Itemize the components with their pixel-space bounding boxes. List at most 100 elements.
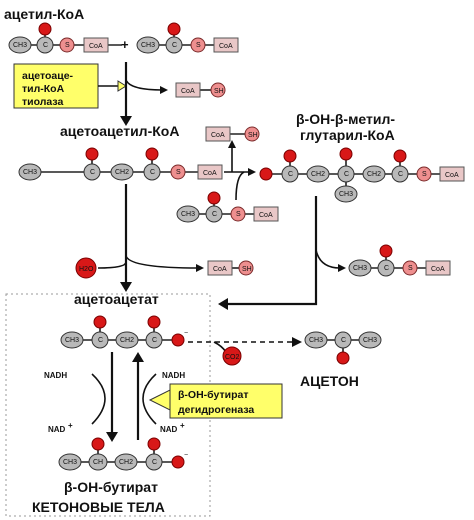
curve-nadh-left [91,373,106,425]
svg-text:CH2: CH2 [367,171,381,178]
arrow-hmg-to-acetoacetate [226,196,318,306]
svg-text:CH3: CH3 [13,42,27,49]
arrow-oxidation-head [132,352,144,362]
acetyl-coa-molecule-3: CH3 C S CoA [176,191,279,223]
svg-text:S: S [408,265,413,272]
svg-text:SH: SH [242,266,252,273]
arrow-coash-release-3 [125,255,199,269]
coa-sh-product-3: CoA SH [207,260,254,276]
svg-text:тиолаза: тиолаза [22,96,63,108]
svg-text:CH3: CH3 [65,337,79,344]
svg-text:C: C [152,337,157,344]
title-hmg-coa-line2: глутарил-КоА [300,127,395,143]
svg-text:S: S [176,169,181,176]
svg-text:C: C [384,265,389,272]
arrow-hmg-to-acetoacetate-head [218,298,228,310]
svg-text:H2O: H2O [79,266,94,273]
coa-sh-product-1: CoA SH [175,82,226,98]
svg-text:C: C [152,459,157,466]
svg-text:дегидрогеназа: дегидрогеназа [178,404,254,416]
curve-nadh-right [142,373,157,425]
label-nadh-left: NADH [44,371,67,380]
label-nad-right: NAD [160,425,178,434]
arrow-acetyl-coa-join [235,171,245,201]
svg-text:CoA: CoA [219,43,233,50]
title-ketone-bodies: КЕТОНОВЫЕ ТЕЛА [32,499,165,515]
label-nadh-right: NADH [162,371,185,380]
acetyl-coa-molecule-1: CH3 C S CoA [8,22,122,54]
b-oh-butyrate-molecule: CH3 CH CH2 C − [58,437,188,471]
arrow-acetyl-coa-release-head [338,264,346,272]
label-nad-left: NAD [48,425,66,434]
svg-text:−: − [184,330,188,337]
svg-text:CH: CH [93,459,103,466]
svg-text:C: C [398,171,403,178]
svg-text:S: S [65,42,70,49]
label-nad-left-plus: + [68,421,73,430]
svg-text:−: − [184,452,188,459]
arrow-to-hmg-coa-head [248,168,256,176]
thiolase-enzyme-box: ацетоаце- тил-КоА тиолаза [13,63,99,109]
svg-text:CoA: CoA [431,266,445,273]
arrow-coash-release-2-head [228,140,236,148]
arrow-thiolase-head [120,116,132,126]
svg-text:CH3: CH3 [339,191,353,198]
arrow-coash-release-1 [125,79,163,91]
arrow-coash-release-1-head [160,86,168,94]
svg-text:CoA: CoA [445,172,459,179]
svg-text:β-ОН-бутират: β-ОН-бутират [178,389,248,401]
svg-text:CH3: CH3 [353,265,367,272]
svg-text:CH2: CH2 [311,171,325,178]
svg-text:CoA: CoA [181,88,195,95]
svg-text:CH3: CH3 [23,169,37,176]
arrow-to-acetoacetate-head [120,282,132,292]
svg-text:CH3: CH3 [181,211,195,218]
svg-text:C: C [150,169,155,176]
coa-sh-product-2: CoA SH [205,126,260,142]
hmg-coa-molecule: C CH2 C CH3 CH2 C S CoA [259,147,465,203]
co2-molecule: CO2 [222,346,242,366]
svg-text:CH3: CH3 [63,459,77,466]
svg-text:S: S [422,171,427,178]
svg-text:S: S [236,211,241,218]
svg-text:C: C [43,42,48,49]
acetyl-coa-molecule-4: CH3 C S CoA [348,244,451,277]
svg-text:CoA: CoA [259,212,273,219]
label-nad-right-plus: + [180,421,185,430]
arrow-co2-release [213,341,227,353]
svg-text:C: C [98,337,103,344]
title-hmg-coa-line1: β-ОН-β-метил- [296,111,395,127]
svg-text:C: C [341,337,346,344]
acetoacetyl-coa-molecule: CH3 C CH2 C S CoA [18,147,223,181]
svg-text:SH: SH [248,132,258,139]
svg-text:C: C [344,171,349,178]
thiolase-pointer-head [117,80,127,92]
acetyl-coa-molecule-2: CH3 C S CoA [136,22,239,54]
acetone-molecule: CH3 C CH3 [304,331,382,365]
dehydrogenase-enzyme-box: β-ОН-бутират дегидрогеназа [169,383,283,419]
svg-text:CH3: CH3 [363,337,377,344]
title-acetone: АЦЕТОН [300,373,359,389]
title-acetoacetate: ацетоацетат [74,291,159,307]
arrow-coash-release-3-head [196,264,204,272]
svg-text:C: C [172,42,177,49]
arrow-to-acetone-head [292,337,302,347]
svg-text:CoA: CoA [213,266,227,273]
svg-text:CH3: CH3 [309,337,323,344]
svg-text:SH: SH [214,88,224,95]
svg-text:S: S [196,42,201,49]
title-acetoacetyl-coa: ацетоацетил-КоА [60,123,179,139]
svg-text:C: C [90,169,95,176]
svg-text:CH2: CH2 [119,459,133,466]
svg-text:CO2: CO2 [225,354,240,361]
acetoacetate-molecule: CH3 C CH2 C − [60,315,188,349]
svg-text:CH3: CH3 [141,42,155,49]
svg-text:CoA: CoA [89,43,103,50]
title-acetyl-coa: ацетил-КоА [4,6,84,22]
arrow-reduction-head [106,432,118,442]
svg-text:CoA: CoA [203,170,217,177]
arrow-acetyl-coa-release [315,249,341,269]
svg-text:тил-КоА: тил-КоА [22,83,65,95]
svg-text:ацетоаце-: ацетоаце- [22,70,74,82]
